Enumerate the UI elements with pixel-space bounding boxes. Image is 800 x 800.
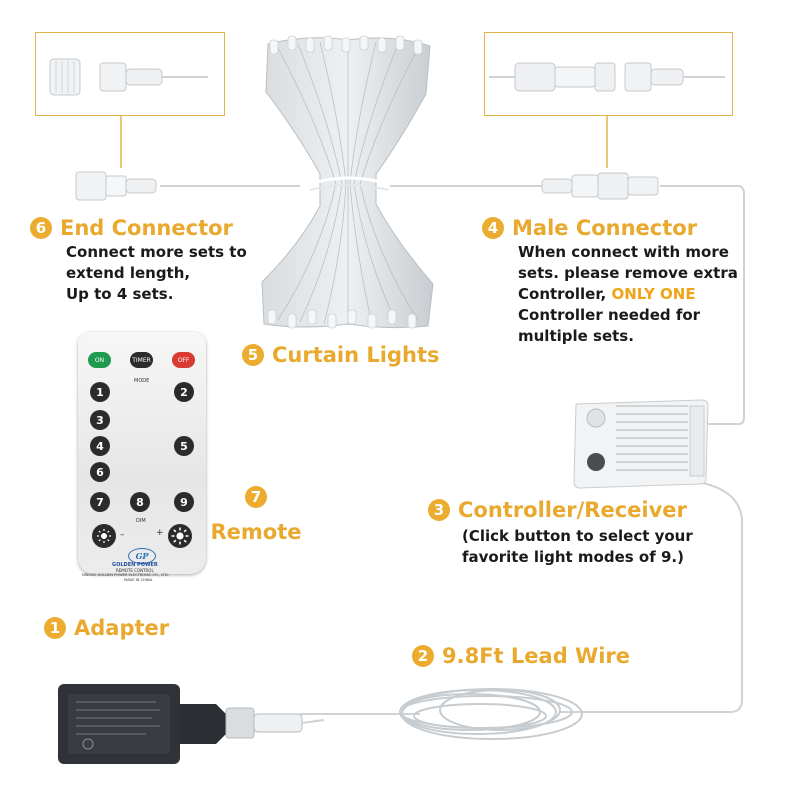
key-6[interactable]: 6: [90, 462, 110, 482]
power-adapter: [58, 684, 325, 764]
mode-label: MODE: [134, 378, 150, 384]
curtain-lights-bundle: [261, 35, 434, 329]
male-connector-line-1: When connect with more: [518, 243, 729, 261]
off-button[interactable]: OFF: [172, 352, 195, 368]
adapter-title: Adapter: [74, 616, 170, 640]
curtain-lights-title: Curtain Lights: [272, 343, 440, 367]
controller-title: Controller/Receiver: [458, 498, 687, 522]
male-connector-label: 4 Male Connector When connect with more s…: [482, 216, 738, 347]
end-connector-icon: [75, 171, 157, 201]
controller-receiver-device: [573, 399, 709, 489]
controller-line-1: (Click button to select your: [462, 527, 693, 545]
on-button[interactable]: ON: [88, 352, 111, 368]
lead-wire-label: 2 9.8Ft Lead Wire: [412, 644, 630, 668]
end-connector-line-2: extend length,: [66, 264, 191, 282]
gp-logo: GP: [128, 548, 156, 564]
only-one-highlight: ONLY ONE: [611, 285, 696, 303]
controller-line-2: favorite light modes of 9.): [462, 548, 684, 566]
remote-control: ON TIMER OFF MODE 1 2 3 4 5 6 7 8 9 DIM …: [78, 332, 206, 582]
timer-button[interactable]: TIMER: [130, 352, 153, 368]
dim-down-button[interactable]: [92, 524, 116, 548]
key-7[interactable]: 7: [90, 492, 110, 512]
male-connector-line-5: multiple sets.: [518, 327, 634, 345]
remote-subtitle: REMOTE CONTROL: [116, 568, 154, 573]
male-connector-line-2: sets. please remove extra: [518, 264, 738, 282]
key-8[interactable]: 8: [130, 492, 150, 512]
end-connector-label: 6 End Connector Connect more sets to exte…: [30, 216, 247, 305]
key-1[interactable]: 1: [90, 382, 110, 402]
company-text: NINGBO GOLDEN POWER ELECTRONIC CO., LTD.: [82, 573, 169, 577]
sun-bright-icon: [171, 527, 189, 545]
male-connector-line-4: Controller needed for: [518, 306, 701, 324]
badge-2: 2: [412, 645, 434, 667]
made-in-text: MADE IN CHINA: [124, 578, 153, 582]
end-connector-inset: [35, 32, 225, 116]
male-connector-title: Male Connector: [512, 216, 698, 240]
curtain-lights-label: 5 Curtain Lights: [242, 343, 440, 367]
wire-controller-to-lead: [560, 481, 743, 713]
dim-plus-label: +: [156, 528, 164, 538]
male-connector-closeup-icon: [489, 62, 725, 92]
end-connector-line-3: Up to 4 sets.: [66, 285, 174, 303]
end-connector-line-1: Connect more sets to: [66, 243, 247, 261]
badge-5: 5: [242, 344, 264, 366]
key-3[interactable]: 3: [90, 410, 110, 430]
brand-text: GOLDEN POWER: [112, 562, 158, 568]
coiled-lead-wire: [399, 688, 583, 740]
male-connector-line-3: Controller, ONLY ONE: [518, 284, 738, 305]
sun-dim-icon: [97, 529, 111, 543]
badge-6: 6: [30, 217, 52, 239]
badge-3: 3: [428, 499, 450, 521]
controller-label: 3 Controller/Receiver (Click button to se…: [428, 498, 693, 568]
key-5[interactable]: 5: [174, 436, 194, 456]
remote-label: 7 Remote: [210, 486, 302, 544]
badge-4: 4: [482, 217, 504, 239]
adapter-label: 1 Adapter: [44, 616, 169, 640]
dim-label: DIM: [136, 518, 146, 524]
male-connector-line-3-prefix: Controller,: [518, 285, 612, 303]
controller-mode-button: [586, 408, 606, 428]
badge-7: 7: [245, 486, 267, 508]
wire-male-to-controller: [660, 185, 745, 425]
badge-1: 1: [44, 617, 66, 639]
key-2[interactable]: 2: [174, 382, 194, 402]
lead-wire-title: 9.8Ft Lead Wire: [442, 644, 630, 668]
end-connector-closeup-icon: [49, 58, 208, 96]
dim-minus-label: –: [120, 530, 125, 540]
male-connector-inset: [484, 32, 733, 116]
key-9[interactable]: 9: [174, 492, 194, 512]
dim-up-button[interactable]: [168, 524, 192, 548]
remote-title: Remote: [210, 520, 302, 544]
male-connector-icon: [541, 172, 659, 200]
key-4[interactable]: 4: [90, 436, 110, 456]
end-connector-title: End Connector: [60, 216, 233, 240]
